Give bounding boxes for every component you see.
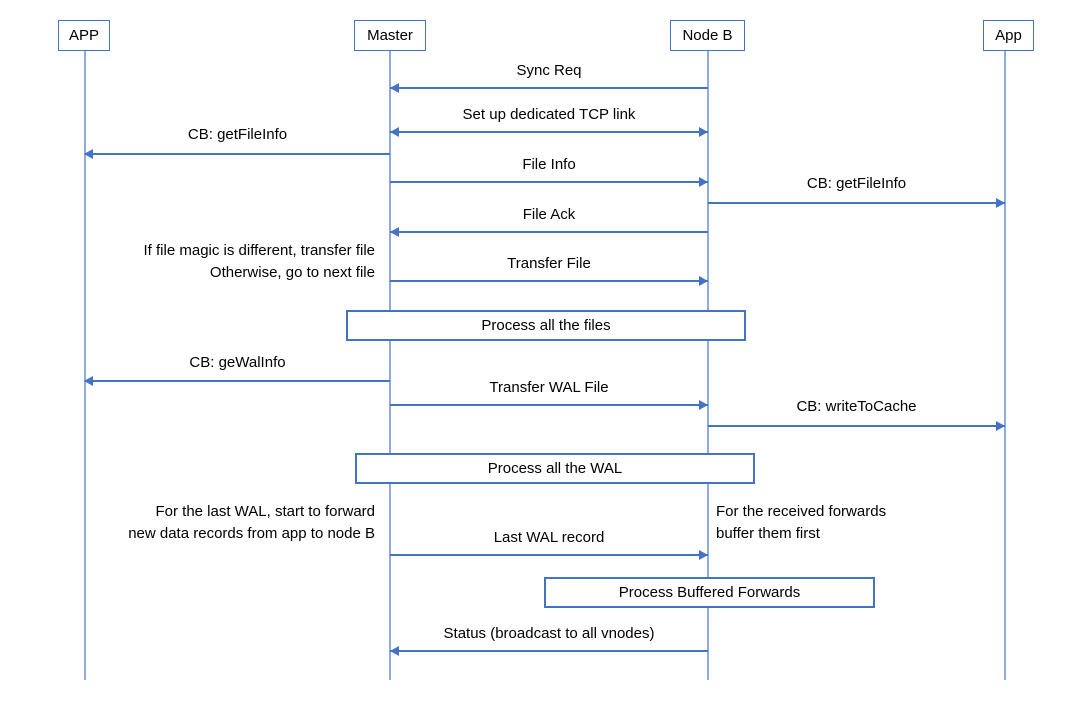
activation-process-all-wal-label: Process all the WAL — [487, 460, 623, 477]
arrowhead-cb-getfileinfo-left — [84, 149, 93, 159]
message-line-last-wal-record — [390, 554, 708, 556]
message-line-transfer-file — [390, 280, 708, 282]
lifeline-app-right — [1004, 50, 1006, 680]
message-label-cb-getfileinfo-left: CB: getFileInfo — [187, 126, 288, 143]
arrowhead-setup-tcp-link-left — [390, 127, 399, 137]
arrowhead-transfer-file — [699, 276, 708, 286]
note-received-forwards: For the received forwards buffer them fi… — [716, 503, 887, 542]
participant-app-left-label: APP — [68, 27, 99, 44]
message-label-file-info: File Info — [522, 156, 576, 173]
message-line-sync-req — [390, 87, 708, 89]
arrowhead-file-ack — [390, 227, 399, 237]
participant-node-b-label: Node B — [682, 27, 733, 44]
message-line-transfer-wal-file — [390, 404, 708, 406]
arrowhead-cb-writetocache — [996, 421, 1005, 431]
activation-process-all-files[interactable]: Process all the files — [346, 310, 746, 341]
participant-app-right-label: App — [995, 27, 1022, 44]
arrowhead-cb-getfileinfo-right — [996, 198, 1005, 208]
participant-node-b[interactable]: Node B — [670, 20, 745, 51]
arrowhead-cb-gewalinfo — [84, 376, 93, 386]
message-label-last-wal-record: Last WAL record — [493, 529, 605, 546]
activation-process-all-files-label: Process all the files — [481, 317, 611, 334]
activation-process-all-wal[interactable]: Process all the WAL — [355, 453, 755, 484]
lifeline-app-left — [84, 50, 86, 680]
message-label-cb-getfileinfo-right: CB: getFileInfo — [806, 175, 907, 192]
message-label-cb-gewalinfo: CB: geWalInfo — [189, 354, 286, 371]
lifeline-node-b — [707, 50, 709, 680]
message-line-cb-getfileinfo-left — [85, 153, 390, 155]
message-label-transfer-wal-file: Transfer WAL File — [489, 379, 609, 396]
arrowhead-file-info — [699, 177, 708, 187]
participant-app-left[interactable]: APP — [58, 20, 110, 51]
message-line-cb-writetocache — [708, 425, 1005, 427]
message-label-transfer-file: Transfer File — [507, 255, 591, 272]
message-line-file-ack — [390, 231, 708, 233]
message-label-status-broadcast: Status (broadcast to all vnodes) — [443, 625, 655, 642]
arrowhead-transfer-wal-file — [699, 400, 708, 410]
arrowhead-last-wal-record — [699, 550, 708, 560]
message-line-setup-tcp-link — [390, 131, 708, 133]
arrowhead-sync-req — [390, 83, 399, 93]
note-file-magic: If file magic is different, transfer fil… — [143, 242, 375, 281]
message-line-status-broadcast — [390, 650, 708, 652]
note-last-wal-forward: For the last WAL, start to forward new d… — [128, 503, 375, 542]
arrowhead-status-broadcast — [390, 646, 399, 656]
message-line-file-info — [390, 181, 708, 183]
message-label-cb-writetocache: CB: writeToCache — [796, 398, 917, 415]
participant-app-right[interactable]: App — [983, 20, 1034, 51]
message-line-cb-gewalinfo — [85, 380, 390, 382]
message-label-file-ack: File Ack — [522, 206, 576, 223]
participant-master-label: Master — [367, 27, 413, 44]
participant-master[interactable]: Master — [354, 20, 426, 51]
message-line-cb-getfileinfo-right — [708, 202, 1005, 204]
activation-process-buffered-forwards-label: Process Buffered Forwards — [618, 584, 801, 601]
message-label-setup-tcp-link: Set up dedicated TCP link — [462, 106, 636, 123]
lifeline-master — [389, 50, 391, 680]
message-label-sync-req: Sync Req — [516, 62, 582, 79]
arrowhead-setup-tcp-link-right — [699, 127, 708, 137]
activation-process-buffered-forwards[interactable]: Process Buffered Forwards — [544, 577, 875, 608]
